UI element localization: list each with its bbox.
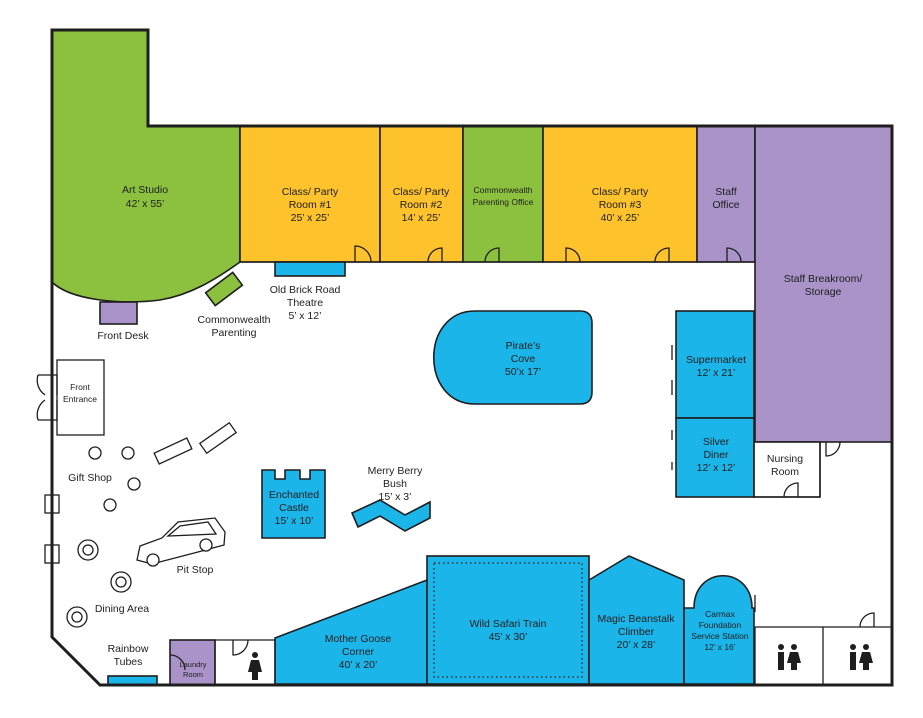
carmax-size: 12’ x 16’ bbox=[704, 642, 735, 652]
commonwealth-parenting-kiosk[interactable] bbox=[204, 271, 244, 307]
supermarket-label: Supermarket bbox=[686, 354, 746, 366]
pit-stop-label: Pit Stop bbox=[177, 564, 214, 576]
mother-goose-label2: Corner bbox=[342, 646, 375, 658]
restroom-icon bbox=[850, 644, 873, 670]
commonwealth-office-label: Commonwealth bbox=[473, 185, 532, 195]
restroom-icon bbox=[778, 644, 801, 670]
supermarket[interactable] bbox=[675, 310, 755, 419]
silver-diner-label: Silver bbox=[703, 436, 730, 448]
wild-safari-train[interactable] bbox=[426, 555, 590, 685]
class-party-1-label: Class/ Party bbox=[282, 186, 339, 198]
theatre-label2: Theatre bbox=[287, 297, 323, 309]
class-party-3-label: Class/ Party bbox=[592, 186, 649, 198]
pirates-cove[interactable] bbox=[433, 310, 593, 405]
class-party-3-size: 40’ x 25’ bbox=[601, 212, 640, 224]
merry-berry-label: Merry Berry bbox=[368, 465, 424, 477]
nursing-room-label2: Room bbox=[771, 466, 799, 478]
class-party-1-size: 25’ x 25’ bbox=[291, 212, 330, 224]
gift-shop-label: Gift Shop bbox=[68, 472, 112, 484]
merry-berry-bush[interactable] bbox=[350, 499, 431, 532]
mother-goose-label: Mother Goose bbox=[325, 633, 392, 645]
magic-beanstalk-label2: Climber bbox=[618, 626, 655, 638]
class-party-room-3[interactable] bbox=[542, 125, 698, 263]
commonwealth-parenting-label: Commonwealth bbox=[198, 314, 271, 326]
front-entrance-label2: Entrance bbox=[63, 394, 97, 404]
theatre-size: 5’ x 12’ bbox=[289, 310, 322, 322]
class-party-room-2[interactable] bbox=[379, 125, 464, 263]
enchanted-castle[interactable] bbox=[261, 469, 326, 539]
class-party-2-size: 14’ x 25’ bbox=[402, 212, 441, 224]
wild-safari-label: Wild Safari Train bbox=[469, 618, 546, 630]
restroom-icon bbox=[248, 652, 262, 680]
staff-office-label2: Office bbox=[712, 199, 739, 211]
theatre-stage[interactable] bbox=[274, 261, 346, 277]
art-studio-label: Art Studio bbox=[122, 184, 168, 196]
nursing-room-label: Nursing bbox=[767, 453, 803, 465]
class-party-2-label: Class/ Party bbox=[393, 186, 450, 198]
supermarket-size: 12’ x 21’ bbox=[697, 367, 736, 379]
merry-berry-label2: Bush bbox=[383, 478, 407, 490]
pirates-cove-size: 50’x 17’ bbox=[505, 366, 541, 378]
theatre-label: Old Brick Road bbox=[270, 284, 341, 296]
art-studio-size: 42’ x 55’ bbox=[126, 198, 165, 210]
laundry-room-label: Laundry bbox=[179, 660, 206, 669]
silver-diner-label2: Diner bbox=[703, 449, 729, 461]
merry-berry-size: 15’ x 3’ bbox=[379, 491, 412, 503]
magic-beanstalk-size: 20’ x 28’ bbox=[617, 639, 656, 651]
staff-office-label: Staff bbox=[715, 186, 736, 198]
carmax-foundation-service-station[interactable] bbox=[683, 574, 755, 685]
front-entrance-label: Front bbox=[70, 382, 90, 392]
art-studio-room[interactable] bbox=[51, 29, 241, 303]
front-entrance-doors bbox=[36, 359, 105, 436]
carmax-label: Carmax bbox=[705, 609, 736, 619]
silver-diner-size: 12’ x 12’ bbox=[697, 462, 736, 474]
front-desk[interactable] bbox=[99, 301, 138, 325]
commonwealth-office-label2: Parenting Office bbox=[473, 197, 534, 207]
enchanted-castle-label: Enchanted bbox=[269, 489, 319, 501]
pirates-cove-label2: Cove bbox=[511, 353, 536, 365]
commonwealth-parenting-label2: Parenting bbox=[212, 327, 257, 339]
enchanted-castle-size: 15’ x 10’ bbox=[275, 515, 314, 527]
art-studio-shape bbox=[51, 29, 241, 303]
class-party-2-label2: Room #2 bbox=[400, 199, 443, 211]
magic-beanstalk-label: Magic Beanstalk bbox=[597, 613, 675, 625]
staff-breakroom-label: Staff Breakroom/ bbox=[784, 273, 863, 285]
rainbow-tubes-label: Rainbow bbox=[108, 643, 149, 655]
staff-breakroom-label2: Storage bbox=[805, 286, 842, 298]
carmax-label3: Service Station bbox=[691, 631, 748, 641]
dining-area-label: Dining Area bbox=[95, 603, 149, 615]
laundry-room-label2: Room bbox=[183, 670, 203, 679]
front-desk-label: Front Desk bbox=[97, 330, 149, 342]
car-icon bbox=[136, 517, 226, 567]
carmax-label2: Foundation bbox=[699, 620, 742, 630]
wild-safari-size: 45’ x 30’ bbox=[489, 631, 528, 643]
rainbow-tubes-label2: Tubes bbox=[114, 656, 143, 668]
pirates-cove-label: Pirate’s bbox=[506, 340, 541, 352]
table-icon bbox=[44, 421, 238, 628]
enchanted-castle-label2: Castle bbox=[279, 502, 309, 514]
class-party-room-1[interactable] bbox=[239, 125, 381, 263]
class-party-3-label2: Room #3 bbox=[599, 199, 642, 211]
staff-breakroom-storage[interactable] bbox=[754, 125, 893, 443]
laundry-room[interactable] bbox=[169, 639, 216, 686]
class-party-1-label2: Room #1 bbox=[289, 199, 332, 211]
outer-wall bbox=[50, 28, 894, 687]
mother-goose-size: 40’ x 20’ bbox=[339, 659, 378, 671]
door-swing-icon bbox=[169, 245, 875, 671]
